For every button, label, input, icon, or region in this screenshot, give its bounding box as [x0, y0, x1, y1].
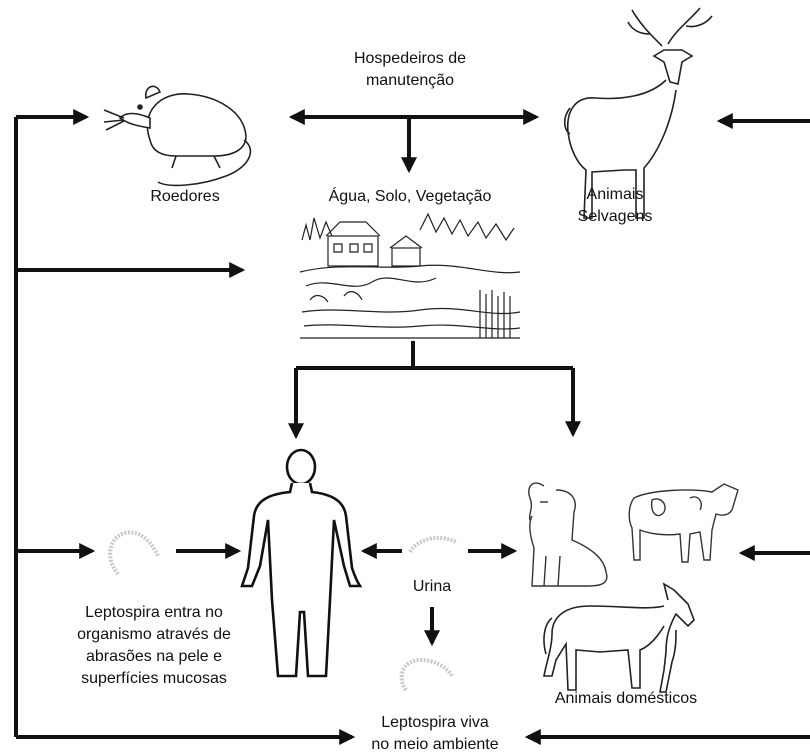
horse-icon	[544, 584, 694, 692]
environment-label: Água, Solo, Vegetação	[290, 186, 530, 208]
domestic-animals-label: Animais domésticos	[536, 688, 716, 710]
live-leptospira-line1: Leptospira viva	[350, 712, 520, 734]
entry-line2: organismo através de	[44, 624, 264, 646]
maintenance-hosts-line1: Hospedeiros de	[325, 48, 495, 70]
urine-label: Urina	[402, 576, 462, 598]
cow-icon	[629, 484, 738, 562]
entry-label: Leptospira entra no organismo através de…	[44, 602, 264, 690]
landscape-icon	[300, 214, 520, 341]
live-leptospira-label: Leptospira viva no meio ambiente	[350, 712, 520, 756]
wild-animals-line1: Animais	[560, 184, 670, 206]
dog-icon	[529, 483, 607, 586]
maintenance-hosts-label: Hospedeiros de manutenção	[325, 48, 495, 92]
maintenance-hosts-line2: manutenção	[325, 70, 495, 92]
leptospira-icon	[402, 660, 452, 690]
live-leptospira-line2: no meio ambiente	[350, 734, 520, 756]
wild-animals-label: Animais Selvagens	[560, 184, 670, 228]
entry-line1: Leptospira entra no	[44, 602, 264, 624]
entry-line3: abrasões na pele e	[44, 646, 264, 668]
leptospira-icon	[110, 532, 158, 574]
rodents-label: Roedores	[125, 186, 245, 208]
leptospira-icon	[410, 538, 456, 552]
entry-line4: superfícies mucosas	[44, 668, 264, 690]
wild-animals-line2: Selvagens	[560, 206, 670, 228]
rat-icon	[104, 86, 250, 185]
